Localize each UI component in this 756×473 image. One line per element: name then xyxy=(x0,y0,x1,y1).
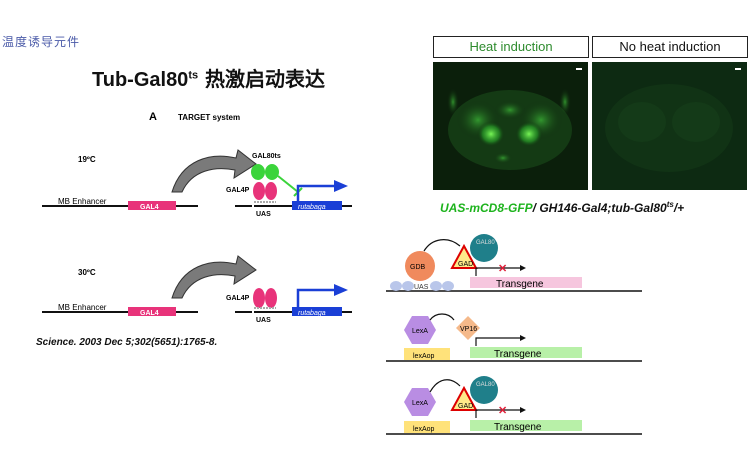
enhancer-19-label: MB Enhancer xyxy=(58,197,107,206)
title-main: Tub-Gal80 xyxy=(92,69,189,91)
gal80-circle-1 xyxy=(470,234,498,262)
gal4p-blob-19a xyxy=(253,182,265,200)
citation: Science. 2003 Dec 5;302(5651):1765-8. xyxy=(36,337,218,348)
expression-arrow-30 xyxy=(171,255,257,299)
rutabaga-30-label: rutabaga xyxy=(298,310,326,317)
no-heat-induction-header: No heat induction xyxy=(592,36,748,58)
rutabaga-19-label: rutabaga xyxy=(298,204,326,211)
gal4p-30-label: GAL4P xyxy=(226,295,250,302)
gal4-30-label: GAL4 xyxy=(140,310,159,317)
corner-label: 温度诱导元件 xyxy=(2,35,81,49)
gal80ts-blob-a xyxy=(251,164,265,180)
enhancer-30-label: MB Enhancer xyxy=(58,303,107,312)
schematic-row-uas-gdb: Transgene UAS GDB GAL80 GAD ✕ xyxy=(386,234,642,292)
gal4p-19-label: GAL4P xyxy=(226,187,250,194)
uas-30-label: UAS xyxy=(256,317,271,324)
uas-19-label: UAS xyxy=(256,211,271,218)
target-system-label: TARGET system xyxy=(178,113,240,122)
rutabaga-box-19 xyxy=(292,201,342,210)
temp-30-label: 30ºC xyxy=(78,268,96,277)
gad-label-1: GAD xyxy=(458,261,473,268)
lexa-label-2: LexA xyxy=(412,328,428,335)
gal80ts-blob-b xyxy=(265,164,279,180)
no-heat-induction-image xyxy=(592,62,747,190)
vp16-diamond xyxy=(456,316,480,340)
lexaop-label-2: lexAop xyxy=(413,353,435,360)
gdb-label: GDB xyxy=(410,264,426,271)
gal80ts-label: GAL80ts xyxy=(252,153,281,160)
block-mark-3: ✕ xyxy=(498,405,507,417)
genotype-caption: UAS-mCD8-GFP/ GH146-Gal4;tub-Gal80ts/+ xyxy=(440,200,684,215)
transgene-label-1: Transgene xyxy=(496,279,544,290)
gdb-circle xyxy=(405,251,435,281)
uas-schematic-label: UAS xyxy=(414,284,429,291)
lexaop-label-3: lexAop xyxy=(413,426,435,433)
gad-triangle-3 xyxy=(450,385,478,411)
scale-bar xyxy=(735,68,741,70)
gal80-label-3: GAL80 xyxy=(476,382,495,388)
temp-19-label: 19ºC xyxy=(78,155,96,164)
rutabaga-box-30 xyxy=(292,307,342,316)
gal4-box-19 xyxy=(128,201,176,210)
expression-arrow-19 xyxy=(171,149,257,193)
dark-brain-image xyxy=(605,84,733,172)
scale-bar xyxy=(576,68,582,70)
title-chinese: 热激启动表达 xyxy=(198,67,326,91)
gal4p-blob-30a xyxy=(253,288,265,308)
genotype-superscript: ts xyxy=(666,200,674,209)
fluorescence-brain-image xyxy=(447,88,572,170)
heat-induction-header: Heat induction xyxy=(433,36,589,58)
gal4p-blob-30b xyxy=(265,288,277,308)
slide-title: Tub-Gal80ts 热激启动表达 xyxy=(92,63,325,92)
gal80-circle-3 xyxy=(470,376,498,404)
transgene-label-2: Transgene xyxy=(494,349,542,360)
panel-letter-a: A xyxy=(149,111,157,123)
gal4-box-30 xyxy=(128,307,176,316)
lexa-label-3: LexA xyxy=(412,400,428,407)
gal80-label-1: GAL80 xyxy=(476,240,495,246)
target-system-diagram: A TARGET system 19ºC MB Enhancer GAL4 GA… xyxy=(42,111,352,324)
genotype-reporter: UAS-mCD8-GFP xyxy=(440,201,533,215)
lexa-hex-3 xyxy=(404,388,436,416)
schematic-row-lexa-gad: Transgene lexAop LexA GAL80 GAD ✕ xyxy=(386,376,642,435)
gad-triangle-1 xyxy=(450,243,478,269)
gal4p-blob-19b xyxy=(265,182,277,200)
gad-label-3: GAD xyxy=(458,403,473,410)
title-superscript: ts xyxy=(188,69,199,82)
lexa-hex-2 xyxy=(404,316,436,344)
vp16-label: VP16 xyxy=(460,326,477,333)
genotype-end: /+ xyxy=(673,201,685,215)
gal4-19-label: GAL4 xyxy=(140,204,159,211)
transgene-label-3: Transgene xyxy=(494,422,542,433)
heat-induction-image xyxy=(433,62,588,190)
split-gal4-schematics: Transgene UAS GDB GAL80 GAD ✕ Transgene … xyxy=(386,234,642,435)
block-mark-1: ✕ xyxy=(498,263,507,275)
schematic-row-lexa-vp16: Transgene lexAop LexA VP16 xyxy=(386,313,642,362)
genotype-driver: / GH146-Gal4;tub-Gal80 xyxy=(532,201,667,215)
